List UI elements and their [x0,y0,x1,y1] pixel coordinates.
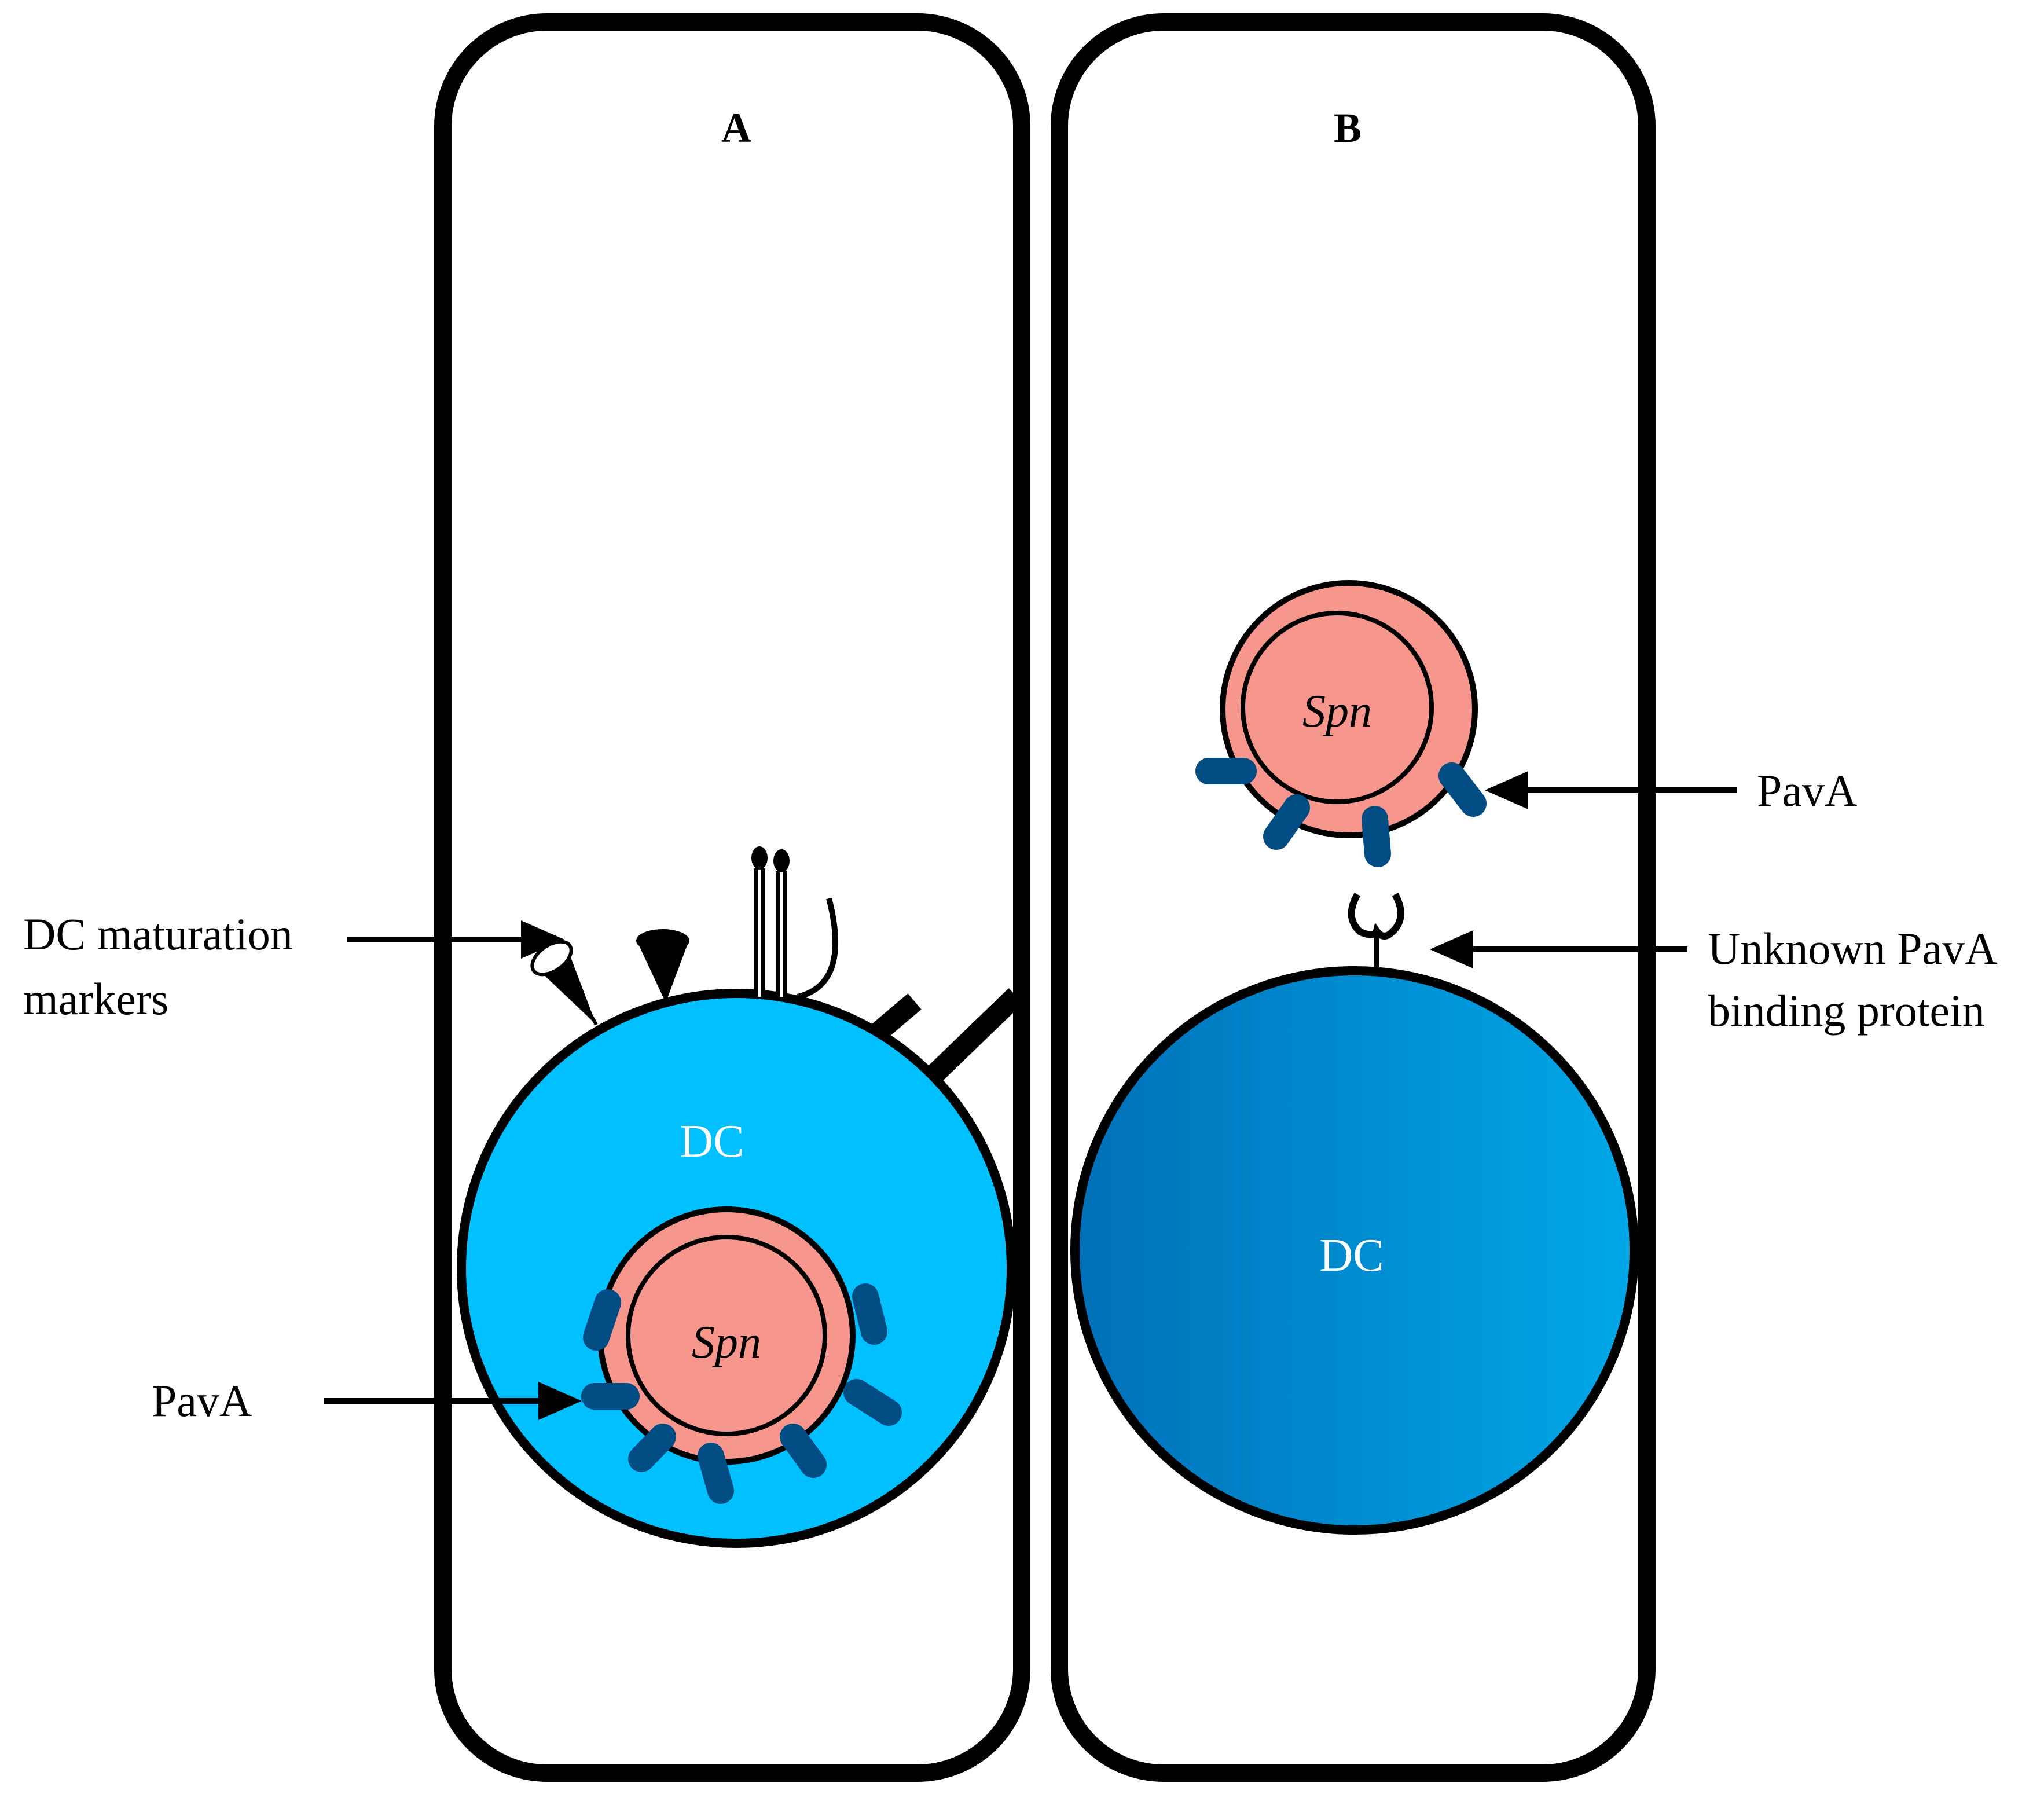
dc-label-a: DC [680,1116,744,1167]
pava-rod [852,1283,887,1345]
marker-cone-upright [636,929,689,1003]
dc-maturation-label-line1: DC maturation [23,909,293,959]
pava-rods-b [1195,758,1487,867]
dc-maturation-label-line2: markers [23,974,168,1024]
pava-label-b: PavA [1757,765,1857,816]
marker-cone-tilted [530,940,598,1026]
pava-label-a: PavA [152,1375,252,1426]
pava-rod [698,1443,734,1504]
binding-protein-arrow [1430,930,1687,968]
spn-bacterium-a: Spn [597,1206,856,1465]
marker-twin-stalk [751,846,790,997]
spn-bacterium-b: Spn [1220,580,1478,838]
spn-inner-b [1241,611,1434,804]
spn-label-b: Spn [1302,686,1372,737]
spn-label-a: Spn [692,1317,761,1368]
pava-arrow-b [1485,771,1737,809]
panel-b: B Spn DC PavA Unkn [1051,13,1998,1782]
spn-inner-a [626,1235,827,1436]
dc-maturation-markers [530,846,1023,1084]
dc-label-b: DC [1319,1230,1384,1281]
marker-curved-hook [797,897,839,1000]
pava-rod [1362,806,1391,867]
pava-rods-a [581,1283,902,1504]
binding-protein-label-line1: Unknown PavA [1708,923,1998,974]
pava-rod [843,1379,902,1426]
pava-rod [1438,762,1487,817]
panel-a-letter: A [721,105,751,151]
binding-protein-label-line2: binding protein [1708,985,1985,1036]
pava-rod [583,1289,621,1351]
dc-cell-b [1070,966,1639,1535]
dc-maturation-arrow [347,920,564,959]
pava-rod [1263,794,1310,850]
pava-arrow-a [324,1382,582,1420]
marker-short-block [870,993,922,1041]
pava-rod [780,1424,827,1478]
panel-a: A DC [23,13,1030,1782]
marker-long-bar [924,988,1023,1084]
pava-rod [628,1424,676,1472]
panel-b-letter: B [1334,105,1362,151]
